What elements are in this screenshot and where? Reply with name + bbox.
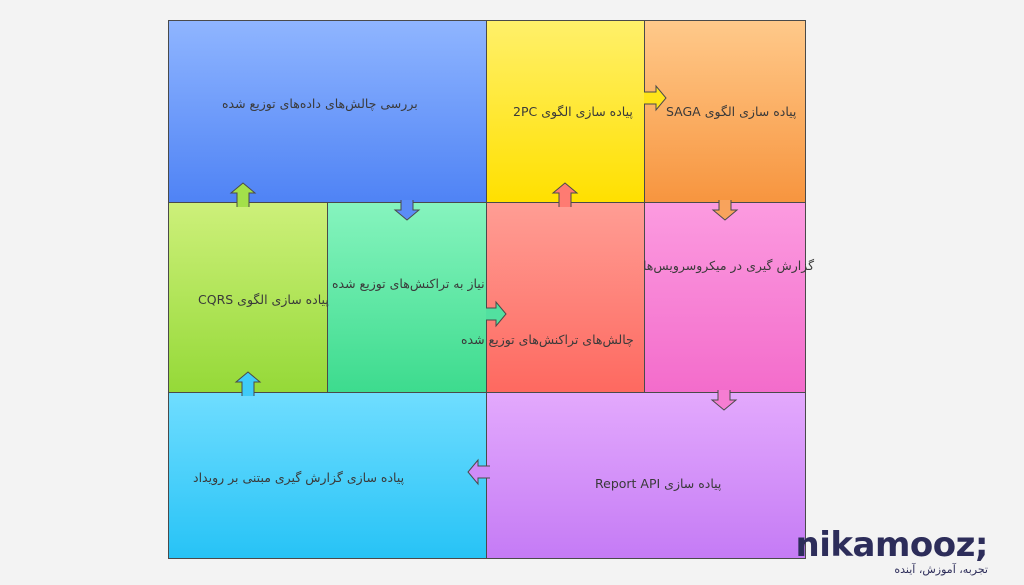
node-label: نیاز به تراکنش‌های توزیع شده (332, 276, 485, 291)
node-distributed-transaction-challenges (486, 202, 645, 393)
arrow-up-icon (551, 182, 579, 207)
node-need-distributed-transactions (327, 202, 487, 393)
node-label: پیاده سازی الگوی CQRS (198, 292, 329, 307)
node-label: گزارش گیری در میکروسرویس‌ها (643, 258, 815, 273)
brand-tagline: تجربه، آموزش، آینده (894, 563, 988, 576)
node-label: چالش‌های تراکنش‌های توزیع شده (461, 332, 634, 347)
arrow-up-icon (234, 371, 262, 396)
node-distributed-data-challenges (168, 20, 487, 203)
arrow-right-icon (486, 300, 507, 328)
node-report-api (486, 392, 806, 559)
arrow-up-icon (229, 182, 257, 207)
node-saga (644, 20, 806, 203)
node-label: بررسی چالش‌های داده‌های توزیع شده (222, 96, 418, 111)
arrow-down-icon (393, 200, 421, 221)
node-microservice-reporting (644, 202, 806, 393)
arrow-down-icon (710, 390, 738, 411)
arrow-left-icon (467, 458, 490, 486)
node-label: پیاده سازی الگوی 2PC (513, 104, 633, 119)
arrow-down-icon (711, 200, 739, 221)
node-2pc (486, 20, 645, 203)
arrow-right-icon (644, 84, 667, 112)
node-label: پیاده سازی الگوی SAGA (666, 104, 797, 119)
node-label: پیاده سازی گزارش گیری مبتنی بر رویداد (193, 470, 405, 485)
brand-logo: nikamooz; تجربه، آموزش، آینده (795, 525, 989, 576)
node-label: پیاده سازی Report API (595, 476, 722, 491)
brand-name: nikamooz; (795, 525, 989, 565)
node-event-based-reporting (168, 392, 487, 559)
